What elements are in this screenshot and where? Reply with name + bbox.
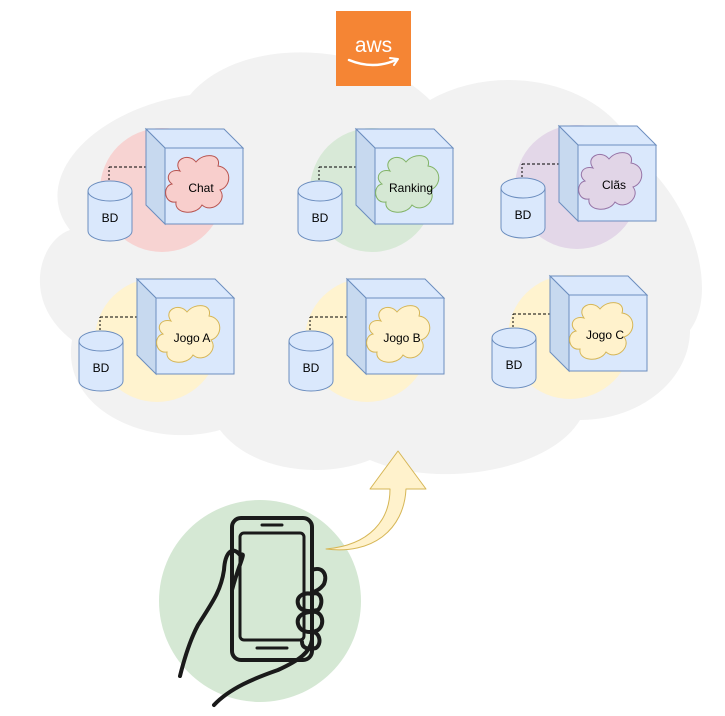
service-cloud: Ranking (375, 155, 440, 213)
service-label: Chat (188, 181, 214, 195)
service-cloud: Jogo C (569, 302, 634, 360)
smartphone-in-hand-icon (178, 516, 328, 707)
service-label: Jogo B (383, 331, 420, 345)
service-label: Ranking (389, 181, 433, 195)
database: BD (500, 177, 546, 239)
service-jogo-c: Jogo C BD (491, 274, 649, 399)
database-label: BD (102, 211, 119, 225)
mobile-client (159, 450, 427, 707)
database-label: BD (93, 361, 110, 375)
service-label: Jogo C (586, 328, 624, 342)
aws-logo-text: aws (355, 34, 392, 57)
service-ranking: Ranking BD (297, 127, 455, 252)
request-arrow (325, 450, 427, 551)
service-cloud: Clãs (578, 152, 643, 210)
service-chat: Chat BD (87, 127, 245, 252)
aws-logo: aws (336, 11, 411, 86)
aws-cloud-region (39, 52, 702, 475)
database-label: BD (303, 361, 320, 375)
database: BD (87, 180, 133, 242)
service-label: Jogo A (174, 331, 211, 345)
database: BD (491, 327, 537, 389)
database: BD (297, 180, 343, 242)
database-label: BD (506, 358, 523, 372)
service-jogo-b: Jogo B BD (288, 277, 446, 402)
service-cloud: Jogo A (156, 305, 221, 363)
database-label: BD (312, 211, 329, 225)
service-cloud: Jogo B (366, 305, 431, 363)
service-label: Clãs (602, 178, 626, 192)
service-clas: Clãs BD (500, 124, 658, 249)
service-cloud: Chat (165, 155, 230, 213)
client-circle (159, 500, 361, 702)
service-jogo-a: Jogo A BD (78, 277, 236, 402)
database: BD (78, 330, 124, 392)
database-label: BD (515, 208, 532, 222)
database: BD (288, 330, 334, 392)
